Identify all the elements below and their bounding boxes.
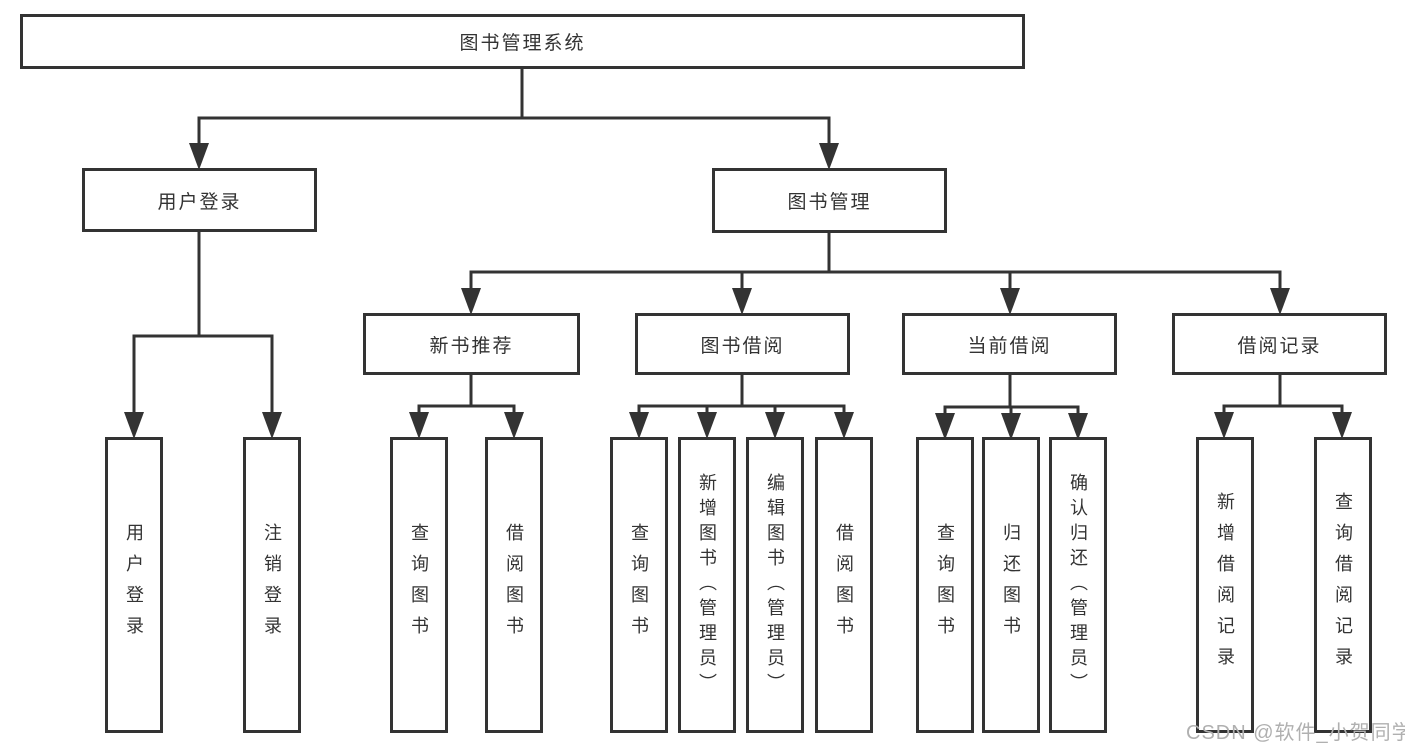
leaf-query-books: 查询图书 bbox=[390, 437, 448, 733]
leaf-query-books: 查询图书 bbox=[916, 437, 974, 733]
node-book-management: 图书管理 bbox=[712, 168, 947, 233]
leaf-confirm-return-admin: 确认归还（管理员） bbox=[1049, 437, 1107, 733]
leaf-edit-books-admin: 编辑图书（管理员） bbox=[746, 437, 804, 733]
leaf-add-borrow-record: 新增借阅记录 bbox=[1196, 437, 1254, 733]
csdn-watermark: CSDN @软件_小贺同学 bbox=[1186, 722, 1405, 744]
node-current-borrowing: 当前借阅 bbox=[902, 313, 1117, 375]
node-new-book-recommend: 新书推荐 bbox=[363, 313, 580, 375]
leaf-query-books: 查询图书 bbox=[610, 437, 668, 733]
leaf-query-borrow-record: 查询借阅记录 bbox=[1314, 437, 1372, 733]
leaf-borrow-books: 借阅图书 bbox=[815, 437, 873, 733]
leaf-logout: 注销登录 bbox=[243, 437, 301, 733]
node-borrowing-records: 借阅记录 bbox=[1172, 313, 1387, 375]
leaf-borrow-books: 借阅图书 bbox=[485, 437, 543, 733]
leaf-return-books: 归还图书 bbox=[982, 437, 1040, 733]
node-user-login: 用户登录 bbox=[82, 168, 317, 232]
node-root-system: 图书管理系统 bbox=[20, 14, 1025, 69]
node-book-borrowing: 图书借阅 bbox=[635, 313, 850, 375]
leaf-add-books-admin: 新增图书（管理员） bbox=[678, 437, 736, 733]
arrowhead-icons bbox=[124, 143, 1352, 440]
leaf-user-login: 用户登录 bbox=[105, 437, 163, 733]
